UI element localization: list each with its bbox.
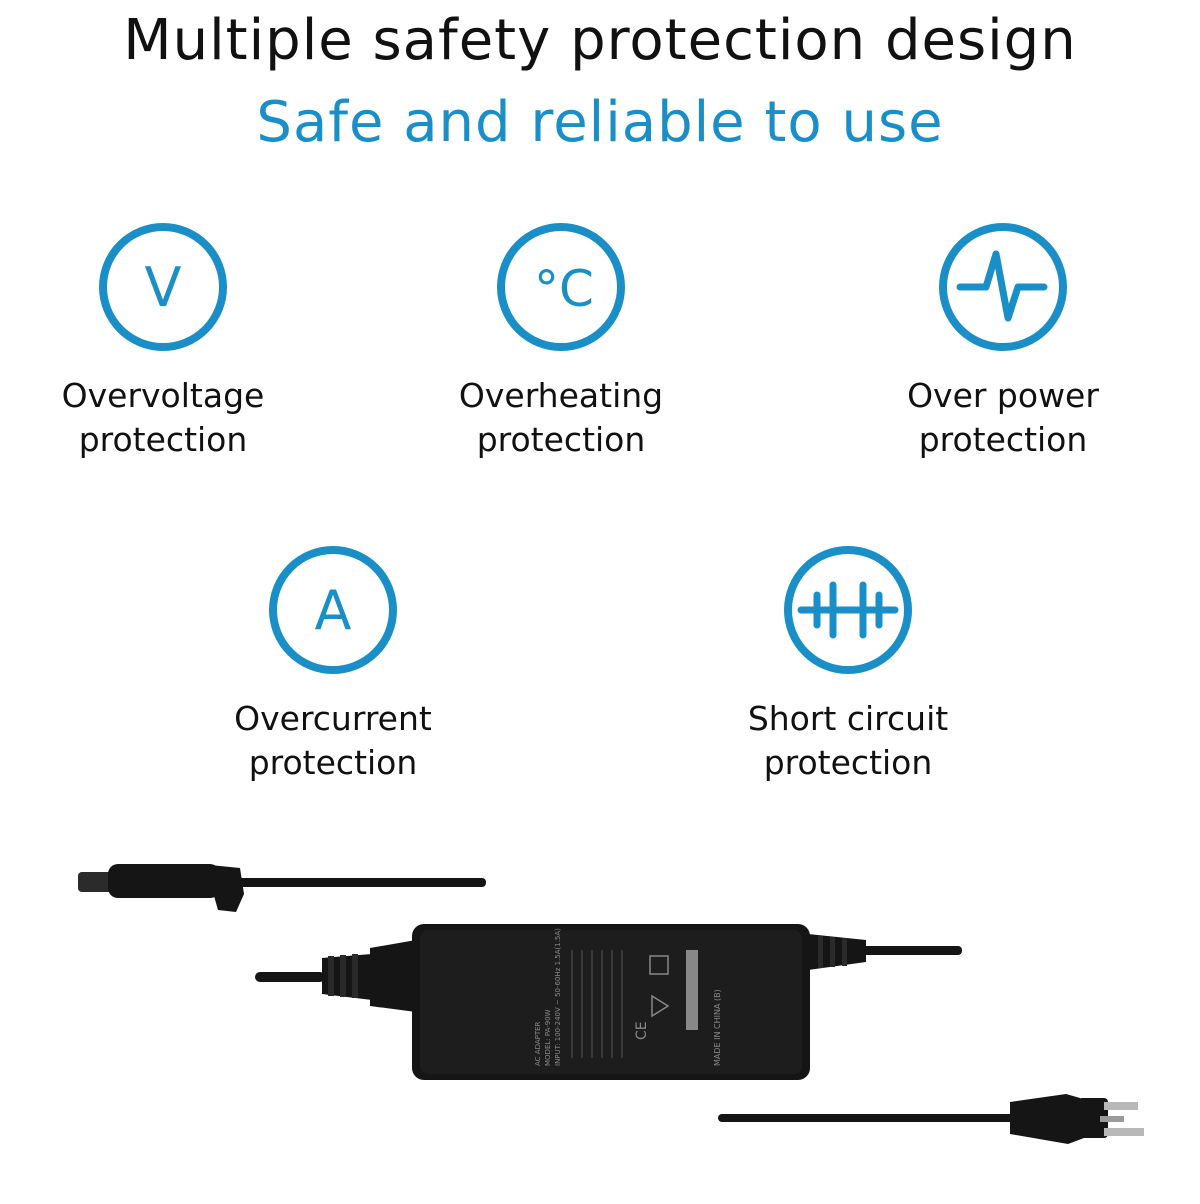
feature-label: Overvoltage protection [61, 376, 265, 459]
adapter-label-line: INPUT: 100-240V ~ 50-60Hz 1.5A(1.5A) [554, 928, 562, 1066]
adapter-label-line: MODEL: PA-90W [544, 1009, 552, 1066]
feature-short-circuit: Short circuit protection [698, 543, 998, 785]
warning-icon [651, 994, 670, 1018]
current-glyph: A [315, 579, 352, 642]
feature-overvoltage: V Overvoltage protection [13, 220, 313, 462]
feature-label: Short circuit protection [747, 699, 949, 782]
voltage-icon: V [99, 223, 227, 351]
power-pulse-icon [939, 223, 1067, 351]
adapter-label-line: AC ADAPTER [534, 1021, 542, 1066]
feature-label: Over power protection [907, 376, 1099, 459]
dc-plug-icon [78, 864, 486, 912]
page-title: Multiple safety protection design [123, 8, 1077, 73]
temperature-icon: °C [497, 223, 625, 351]
ce-mark-icon: CE [634, 1021, 650, 1040]
feature-label: Overcurrent protection [234, 699, 432, 782]
recycle-bin-icon [649, 955, 669, 975]
current-icon: A [269, 546, 397, 674]
page-subtitle: Safe and reliable to use [256, 90, 944, 155]
feature-overheating: °C Overheating protection [411, 220, 711, 462]
temperature-glyph: °C [534, 260, 594, 318]
feature-label: Overheating protection [458, 376, 664, 459]
feature-over-power: Over power protection [853, 220, 1153, 462]
ac-cable-left [255, 940, 416, 1012]
adapter-made-in: MADE IN CHINA (B) [713, 989, 722, 1066]
adapter-illustration: AC ADAPTER MODEL: PA-90W INPUT: 100-240V… [0, 830, 1200, 1200]
voltage-glyph: V [145, 256, 182, 319]
feature-overcurrent: A Overcurrent protection [183, 543, 483, 785]
short-circuit-icon [784, 546, 912, 674]
barcode-icon [686, 950, 698, 1030]
ac-cable-right [808, 934, 962, 970]
ac-plug-icon [718, 1094, 1144, 1144]
adapter-brick: AC ADAPTER MODEL: PA-90W INPUT: 100-240V… [412, 924, 810, 1080]
